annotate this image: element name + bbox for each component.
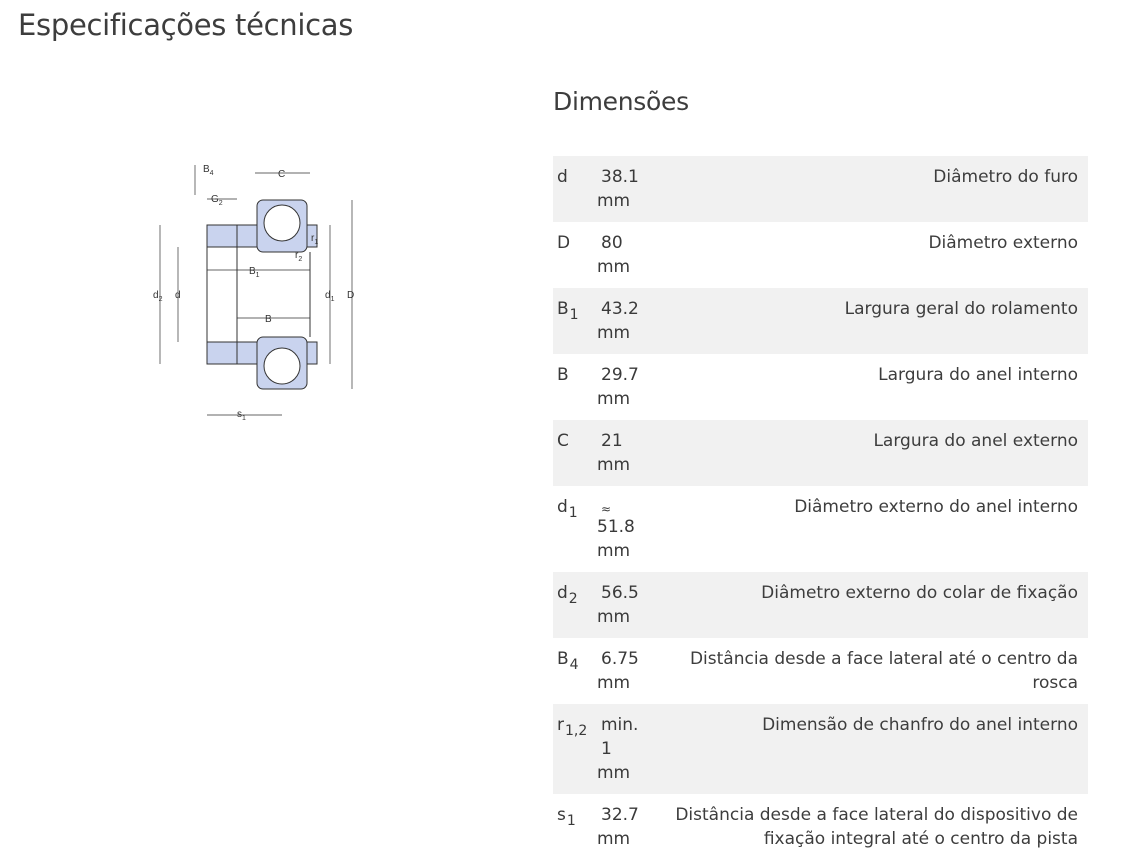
symbol-letter: C: [557, 431, 569, 451]
symbol-subscript: 2: [568, 591, 578, 607]
symbol-subscript: 1: [569, 307, 579, 323]
dimension-symbol: D: [553, 222, 597, 288]
symbol-letter: B: [557, 649, 569, 669]
label-d: d: [175, 290, 181, 301]
dimension-value: 56.5 mm: [597, 572, 652, 638]
value-unit: mm: [597, 389, 631, 409]
dimension-value: 80 mm: [597, 222, 652, 288]
table-row: C 21 mm Largura do anel externo: [553, 420, 1088, 486]
dimension-value: 32.7 mm: [597, 794, 652, 860]
dimension-value: min. 1 mm: [597, 704, 652, 794]
dimension-value: 21 mm: [597, 420, 652, 486]
symbol-subscript: 1: [566, 813, 576, 829]
table-row: d 38.1 mm Diâmetro do furo: [553, 156, 1088, 222]
dimension-value: 29.7 mm: [597, 354, 652, 420]
value-unit: mm: [597, 541, 631, 561]
value-number: 80: [601, 233, 623, 253]
value-number: 32.7: [601, 805, 639, 825]
bearing-diagram: B4 G2 C r1 r2 B1 B d2 d d1 D s1: [153, 164, 354, 422]
value-unit: mm: [597, 191, 631, 211]
label-b1: B1: [249, 266, 260, 279]
value-unit: mm: [597, 829, 631, 849]
symbol-subscript: 1: [568, 505, 578, 521]
dimension-value: 6.75 mm: [597, 638, 652, 704]
dimension-symbol: B1: [553, 288, 597, 354]
label-D: D: [347, 290, 354, 301]
value-unit: mm: [597, 455, 631, 475]
dimension-symbol: B4: [553, 638, 597, 704]
label-c: C: [278, 169, 285, 180]
label-b4: B4: [203, 164, 214, 177]
label-d1: d1: [325, 290, 335, 303]
value-number: 38.1: [601, 167, 639, 187]
label-g2: G2: [211, 194, 223, 207]
symbol-letter: B: [557, 299, 569, 319]
dimension-symbol: d: [553, 156, 597, 222]
symbol-letter: d: [557, 583, 568, 603]
dimension-symbol: r1,2: [553, 704, 597, 794]
dimension-description: Largura geral do rolamento: [844, 299, 1078, 319]
symbol-letter: d: [557, 167, 568, 187]
symbol-letter: r: [557, 715, 564, 735]
table-row: D 80 mm Diâmetro externo: [553, 222, 1088, 288]
label-r1: r1: [311, 233, 318, 246]
value-number: 6.75: [601, 649, 639, 669]
dimension-description: Diâmetro externo do colar de fixação: [761, 583, 1078, 603]
dimension-description: Largura do anel interno: [878, 365, 1078, 385]
value-number: 56.5: [601, 583, 639, 603]
dimension-value: 43.2 mm: [597, 288, 652, 354]
dimension-value: 38.1 mm: [597, 156, 652, 222]
dimension-description: Distância desde a face lateral até o cen…: [689, 649, 1078, 693]
value-number: 29.7: [601, 365, 639, 385]
label-d2: d2: [153, 290, 163, 303]
dimension-symbol: d2: [553, 572, 597, 638]
dimension-description: Diâmetro externo: [928, 233, 1078, 253]
dimension-description: Distância desde a face lateral do dispos…: [675, 805, 1078, 849]
table-row: d1 ≈51.8 mm Diâmetro externo do anel intern…: [553, 486, 1088, 572]
symbol-subscript: 4: [569, 657, 579, 673]
symbol-letter: B: [557, 365, 569, 385]
dimension-description: Diâmetro do furo: [933, 167, 1078, 187]
symbol-letter: d: [557, 497, 568, 517]
dimension-description: Largura do anel externo: [873, 431, 1078, 451]
value-number: 21: [601, 431, 623, 451]
symbol-letter: s: [557, 805, 566, 825]
dimension-symbol: C: [553, 420, 597, 486]
value-number: 43.2: [601, 299, 639, 319]
dimension-value: ≈51.8 mm: [597, 486, 652, 572]
approx-sign: ≈: [601, 502, 612, 516]
dimension-description: Diâmetro externo do anel interno: [794, 497, 1078, 517]
value-unit: mm: [597, 323, 631, 343]
value-unit: mm: [597, 763, 631, 783]
value-unit: mm: [597, 673, 631, 693]
section-title-dimensions: Dimensões: [553, 87, 689, 116]
dimension-symbol: d1: [553, 486, 597, 572]
dimension-symbol: s1: [553, 794, 597, 860]
value-number: 51.8: [597, 517, 635, 537]
value-unit: mm: [597, 257, 631, 277]
label-b: B: [265, 314, 272, 325]
dimension-symbol: B: [553, 354, 597, 420]
label-s1: s1: [237, 409, 246, 422]
value-unit: mm: [597, 607, 631, 627]
value-number: min. 1: [601, 715, 639, 759]
label-r2: r2: [295, 250, 302, 263]
table-row: B 29.7 mm Largura do anel interno: [553, 354, 1088, 420]
page-title: Especificações técnicas: [18, 8, 354, 42]
symbol-subscript: 1,2: [565, 723, 588, 739]
dimension-description: Dimensão de chanfro do anel interno: [762, 715, 1078, 735]
symbol-letter: D: [557, 233, 571, 253]
